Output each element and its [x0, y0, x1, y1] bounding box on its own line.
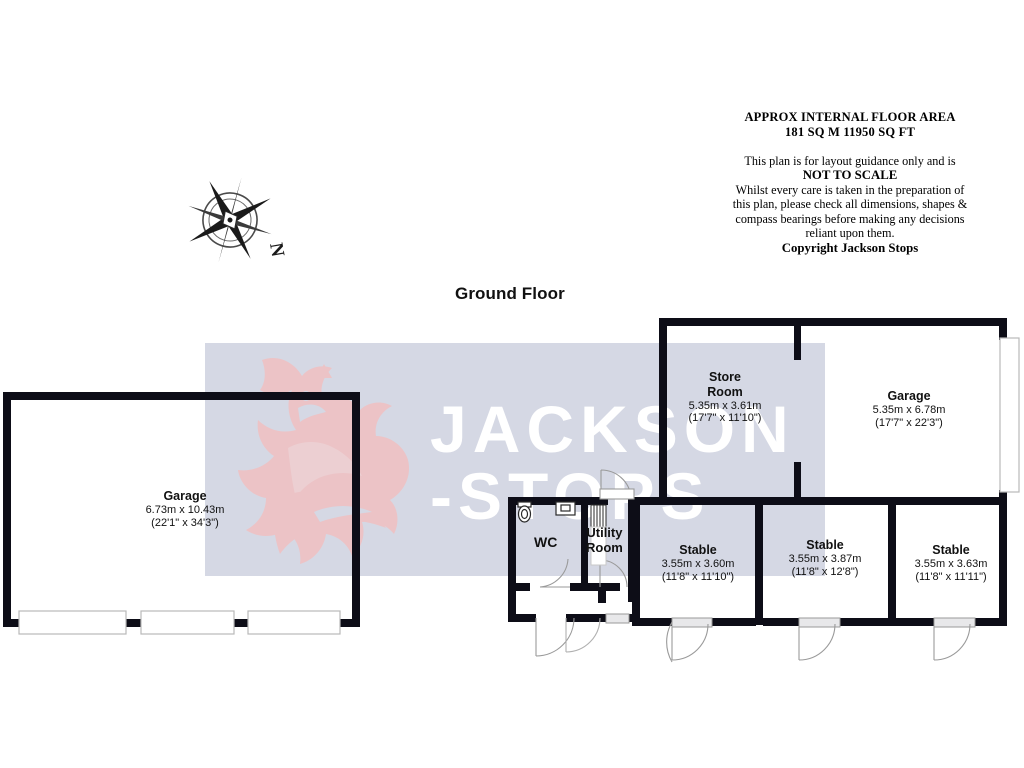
utility-door-panel: [605, 613, 630, 624]
compass-north-label: N: [265, 241, 288, 258]
disclaimer-line-4: compass bearings before making any decis…: [735, 211, 965, 226]
room-label-stable-3: Stable 3.55m x 3.63m (11'8" x 11'11"): [890, 543, 1012, 584]
room-dimensions-metric: 6.73m x 10.43m: [145, 503, 225, 516]
room-dimensions-imperial: (11'8" x 11'10"): [661, 570, 735, 583]
room-label-stable-2: Stable 3.55m x 3.87m (11'8" x 12'8"): [764, 538, 886, 579]
room-label-stable-1: Stable 3.55m x 3.60m (11'8" x 11'10"): [637, 543, 759, 584]
room-dimensions-imperial: (17'7" x 22'3"): [875, 416, 943, 429]
watermark-line-1: JACKSON: [430, 392, 795, 466]
room-label-garage-left: Garage 6.73m x 10.43m (22'1" x 34'3"): [120, 489, 250, 530]
compass-rose: N: [188, 177, 288, 263]
watermark-line-2: -STOPS: [430, 458, 711, 533]
room-name-line-2: Room: [707, 384, 743, 399]
stable-door-panel-3: [933, 617, 976, 628]
page-title: Ground Floor: [455, 284, 565, 303]
room-label-store-room: Store Room 5.35m x 3.61m (17'7" x 11'10"…: [663, 370, 787, 425]
stable-doors: [671, 617, 976, 628]
room-name-line-1: Store: [709, 370, 741, 384]
room-label-utility-room: Utility Room: [586, 525, 623, 555]
room-label-wc: WC: [534, 534, 558, 550]
room-dimensions-metric: 3.55m x 3.87m: [788, 552, 862, 565]
room-name: Stable: [932, 543, 970, 557]
area-title: APPROX INTERNAL FLOOR AREA: [744, 110, 956, 124]
wc-basin-icon: [555, 501, 576, 516]
garage-door-panel-2: [140, 610, 235, 635]
room-name: Stable: [806, 538, 844, 552]
disclaimer-line-2: Whilst every care is taken in the prepar…: [735, 182, 965, 197]
left-garage-doors: [18, 610, 341, 635]
room-dimensions-metric: 5.35m x 6.78m: [872, 403, 946, 416]
garage-door-panel-1: [18, 610, 127, 635]
room-name-line-2: Room: [586, 539, 623, 555]
room-dimensions-imperial: (17'7" x 11'10"): [688, 412, 762, 425]
room-dimensions-metric: 3.55m x 3.63m: [914, 557, 988, 570]
stable-door-panel-1: [671, 617, 713, 628]
room-dimensions-imperial: (22'1" x 34'3"): [151, 516, 219, 529]
disclaimer-line-3: this plan, please check all dimensions, …: [732, 197, 968, 212]
room-label-garage-right: Garage 5.35m x 6.78m (17'7" x 22'3"): [845, 389, 973, 430]
stable-door-arcs: [666, 621, 971, 663]
disclaimer-not-to-scale: NOT TO SCALE: [802, 167, 898, 182]
room-dimensions-metric: 3.55m x 3.60m: [661, 557, 735, 570]
room-dimensions-imperial: (11'8" x 12'8"): [791, 565, 859, 578]
room-dimensions-imperial: (11'8" x 11'11"): [915, 570, 987, 583]
disclaimer-line-5: reliant upon them.: [805, 226, 895, 241]
room-name: Garage: [163, 489, 207, 503]
utility-radiator-icon: [590, 504, 607, 566]
watermark-text: JACKSON -STOPS: [430, 396, 830, 533]
disclaimer-line-1: This plan is for layout guidance only an…: [744, 153, 956, 168]
utility-top-opening: [599, 488, 635, 500]
room-name: Garage: [887, 389, 931, 403]
right-garage-door-panel: [999, 337, 1020, 493]
room-name-line-1: Utility: [586, 525, 623, 540]
room-name: Stable: [679, 543, 717, 557]
area-value: 181 SQ M 11950 SQ FT: [784, 124, 916, 139]
copyright-notice: Copyright Jackson Stops: [781, 240, 919, 255]
left-garage-walls: [3, 392, 360, 627]
wc-utility-block-walls: [508, 497, 640, 622]
floor-area-notice: APPROX INTERNAL FLOOR AREA 181 SQ M 1195…: [700, 110, 1000, 256]
stable-door-panel-2: [798, 617, 841, 628]
room-dimensions-metric: 5.35m x 3.61m: [688, 399, 762, 412]
garage-door-panel-3: [247, 610, 341, 635]
wc-toilet-icon: [517, 501, 532, 523]
